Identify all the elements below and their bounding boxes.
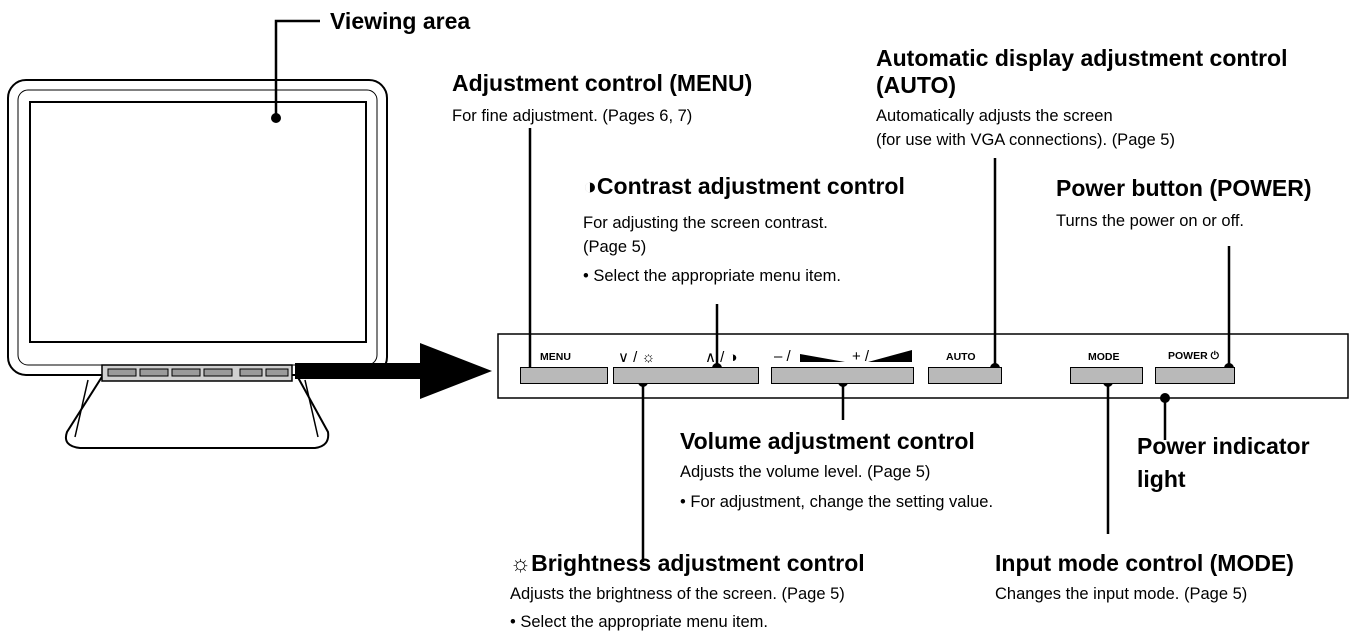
auto-desc-line1: Automatically adjusts the screen: [876, 107, 1113, 125]
indicator-title-line1: Power indicator: [1137, 433, 1310, 459]
volume-button[interactable]: [771, 367, 914, 384]
zoom-arrow-shaft: [295, 363, 430, 379]
power-title: Power button (POWER): [1056, 175, 1312, 201]
viewing-area-title: Viewing area: [330, 8, 471, 34]
power-label: POWER ⏻: [1168, 350, 1219, 362]
mode-label: MODE: [1088, 351, 1120, 363]
contrast-desc-line2: (Page 5): [583, 238, 647, 256]
auto-button[interactable]: [928, 367, 1002, 384]
power-button[interactable]: [1155, 367, 1235, 384]
brightness-note: • Select the appropriate menu item.: [510, 613, 768, 631]
menu-desc: For fine adjustment. (Pages 6, 7): [452, 107, 693, 125]
auto-label: AUTO: [946, 351, 976, 363]
volume-minus-symbol: – /: [774, 348, 791, 365]
volume-desc: Adjusts the volume level. (Page 5): [680, 463, 931, 481]
auto-title-line2: (AUTO): [876, 72, 957, 98]
viewing-area-leader: [274, 19, 320, 115]
mode-title: Input mode control (MODE): [995, 550, 1294, 576]
mode-desc: Changes the input mode. (Page 5): [995, 585, 1248, 603]
contrast-note: • Select the appropriate menu item.: [583, 267, 841, 285]
menu-button[interactable]: [520, 367, 608, 384]
volume-down-icon: [800, 354, 845, 362]
monitor-stand: [64, 371, 330, 449]
auto-title-line1: Automatic display adjustment control: [876, 45, 1288, 71]
brightness-desc: Adjusts the brightness of the screen. (P…: [510, 585, 845, 603]
contrast-title: Contrast adjustment control: [596, 173, 905, 199]
volume-plus-symbol: + /: [852, 348, 870, 365]
control-panel: [497, 333, 1349, 399]
monitor-screen: [29, 101, 367, 343]
up-contrast-symbol: ∧ / ◑: [705, 349, 738, 366]
menu-label: MENU: [540, 351, 571, 363]
contrast-desc-line1: For adjusting the screen contrast.: [583, 214, 828, 232]
indicator-title-line2: light: [1137, 466, 1186, 492]
brightness-title: Brightness adjustment control: [531, 550, 865, 576]
contrast-title-row: ◑Contrast adjustment control: [583, 173, 905, 200]
menu-title: Adjustment control (MENU): [452, 70, 753, 96]
monitor-illustration: [7, 79, 388, 449]
power-desc: Turns the power on or off.: [1056, 212, 1245, 230]
auto-desc-line2: (for use with VGA connections). (Page 5): [876, 131, 1175, 149]
volume-up-icon: [868, 350, 912, 362]
mode-button[interactable]: [1070, 367, 1143, 384]
brightness-contrast-button[interactable]: [613, 367, 759, 384]
contrast-icon: ◑: [583, 173, 597, 199]
down-brightness-symbol: ∨ / ☼: [618, 349, 656, 366]
brightness-icon: ☼: [510, 550, 532, 576]
brightness-title-row: ☼Brightness adjustment control: [510, 550, 865, 577]
volume-title: Volume adjustment control: [680, 428, 975, 454]
volume-note: • For adjustment, change the setting val…: [680, 493, 994, 511]
zoom-arrow-head: [420, 343, 492, 399]
